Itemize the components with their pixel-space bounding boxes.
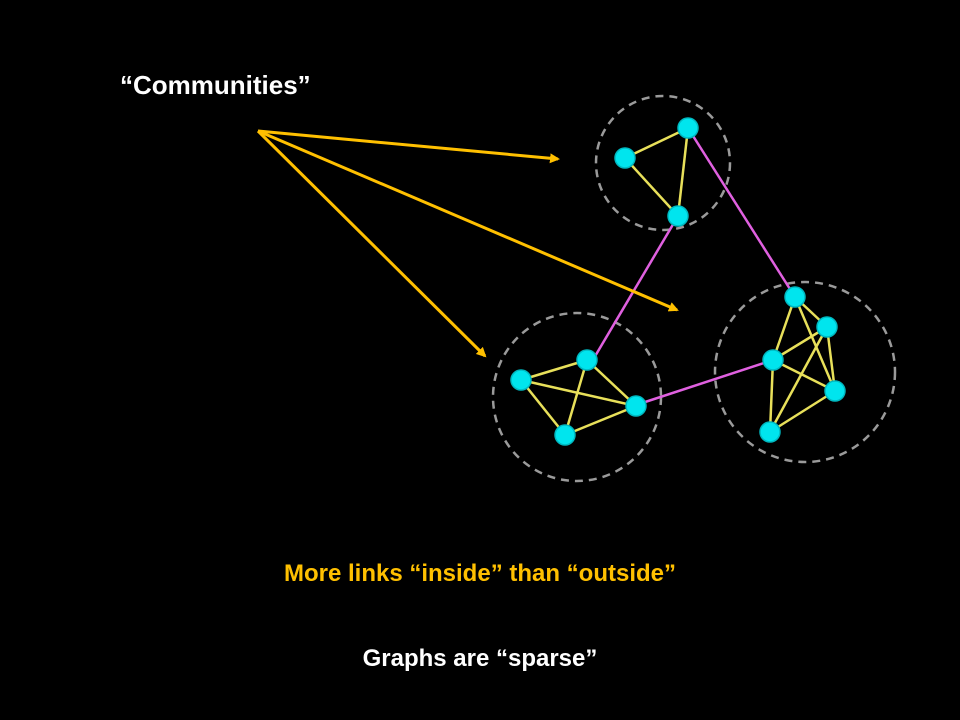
intra-edge xyxy=(520,379,566,436)
intra-edge xyxy=(772,358,836,393)
graph-node xyxy=(667,205,689,227)
graph-nodes xyxy=(510,117,846,446)
intra-edge xyxy=(676,127,690,217)
arrow-to-top-community xyxy=(257,129,560,164)
inter-edge xyxy=(686,127,797,298)
intra-community-edges xyxy=(520,126,837,437)
intra-edge xyxy=(624,157,679,217)
intra-edge xyxy=(564,404,637,437)
inter-community-edges xyxy=(592,127,797,407)
intra-edge xyxy=(768,326,829,433)
communities-label: “Communities” xyxy=(120,70,311,100)
graph-node xyxy=(816,316,838,338)
graph-node xyxy=(824,380,846,402)
intra-edge xyxy=(771,296,797,361)
graph-node xyxy=(677,117,699,139)
intra-edge xyxy=(769,389,836,434)
inter-edge xyxy=(592,215,680,359)
pointer-arrows xyxy=(256,129,679,358)
arrow-to-right-community xyxy=(257,129,679,312)
graph-node xyxy=(576,349,598,371)
intra-edge xyxy=(793,296,837,392)
graph-node xyxy=(614,147,636,169)
intra-edge xyxy=(563,359,589,436)
intra-edge xyxy=(768,359,775,433)
more-links-caption: More links “inside” than “outside” xyxy=(283,560,677,587)
graph-node xyxy=(510,369,532,391)
community-circles xyxy=(491,94,897,483)
community-circle-bottom-right xyxy=(713,280,897,464)
graph-node xyxy=(762,349,784,371)
intra-edge xyxy=(520,358,588,382)
intra-edge xyxy=(624,126,689,160)
intra-edge xyxy=(586,359,637,407)
graph-node xyxy=(554,424,576,446)
graph-node xyxy=(784,286,806,308)
graph-node xyxy=(625,395,647,417)
graph-node xyxy=(759,421,781,443)
sparse-caption: Graphs are “sparse” xyxy=(362,645,598,672)
community-circle-top xyxy=(594,94,732,232)
arrow-to-left-community xyxy=(256,129,487,358)
inter-edge xyxy=(635,358,774,407)
